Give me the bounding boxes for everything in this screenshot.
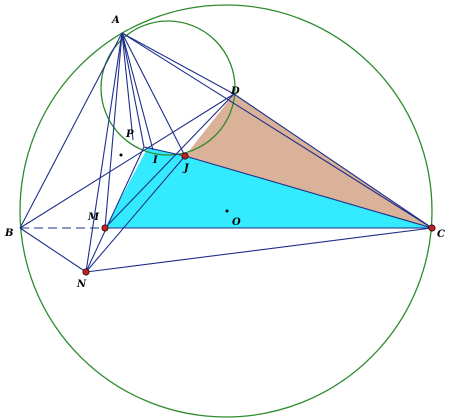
point-j [181, 152, 189, 160]
small-circle [100, 20, 236, 156]
label-j: J [182, 163, 190, 174]
dot-near-p [119, 153, 123, 157]
tan-region [185, 94, 432, 228]
label-n: N [76, 279, 87, 290]
circumcircle [19, 4, 433, 418]
label-i: I [152, 155, 158, 166]
label-c: C [437, 229, 445, 240]
label-o: O [232, 217, 241, 228]
point-m [101, 224, 109, 232]
label-b: B [4, 228, 13, 239]
points [82, 152, 436, 276]
dot-o [225, 209, 229, 213]
cyan-region [105, 147, 432, 228]
point-c [428, 224, 436, 232]
construction-lines [19, 32, 433, 273]
label-p: P [125, 129, 134, 140]
label-d: D [230, 86, 240, 97]
label-a: A [111, 15, 120, 26]
point-n [82, 268, 90, 276]
label-m: M [87, 212, 100, 223]
